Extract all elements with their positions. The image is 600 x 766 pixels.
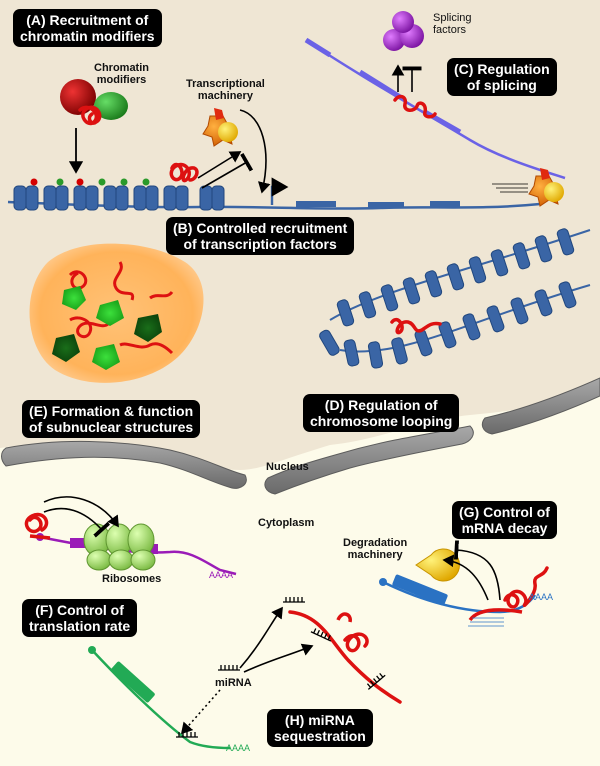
mirna-bound-group <box>283 597 386 690</box>
chromatin-modifier-complex <box>60 79 128 126</box>
decaying-mrna <box>379 566 549 627</box>
subnuclear-body <box>29 243 204 383</box>
mirna-label: miRNA <box>215 677 252 689</box>
ribosomes-label: Ribosomes <box>102 573 162 585</box>
polya-tail-g: AAAA <box>529 592 554 602</box>
nascent-rna <box>304 37 566 180</box>
target-mrna <box>88 646 231 750</box>
polya-tail-f: AAAA <box>209 570 234 580</box>
lncrna-at-loop <box>390 317 442 335</box>
cytoplasm-label: Cytoplasm <box>258 517 315 529</box>
nucleus-label: Nucleus <box>266 461 309 473</box>
splicing-factor-complex <box>383 11 424 51</box>
nuclear-envelope <box>1 377 600 495</box>
free-mirna <box>218 665 240 671</box>
sponge-lncrna <box>288 610 402 704</box>
chromatin-loop <box>319 228 591 369</box>
ribosome-cluster <box>83 523 156 571</box>
chromatin-fiber-top <box>7 177 541 211</box>
polya-tail-h: AAAA <box>226 743 251 753</box>
